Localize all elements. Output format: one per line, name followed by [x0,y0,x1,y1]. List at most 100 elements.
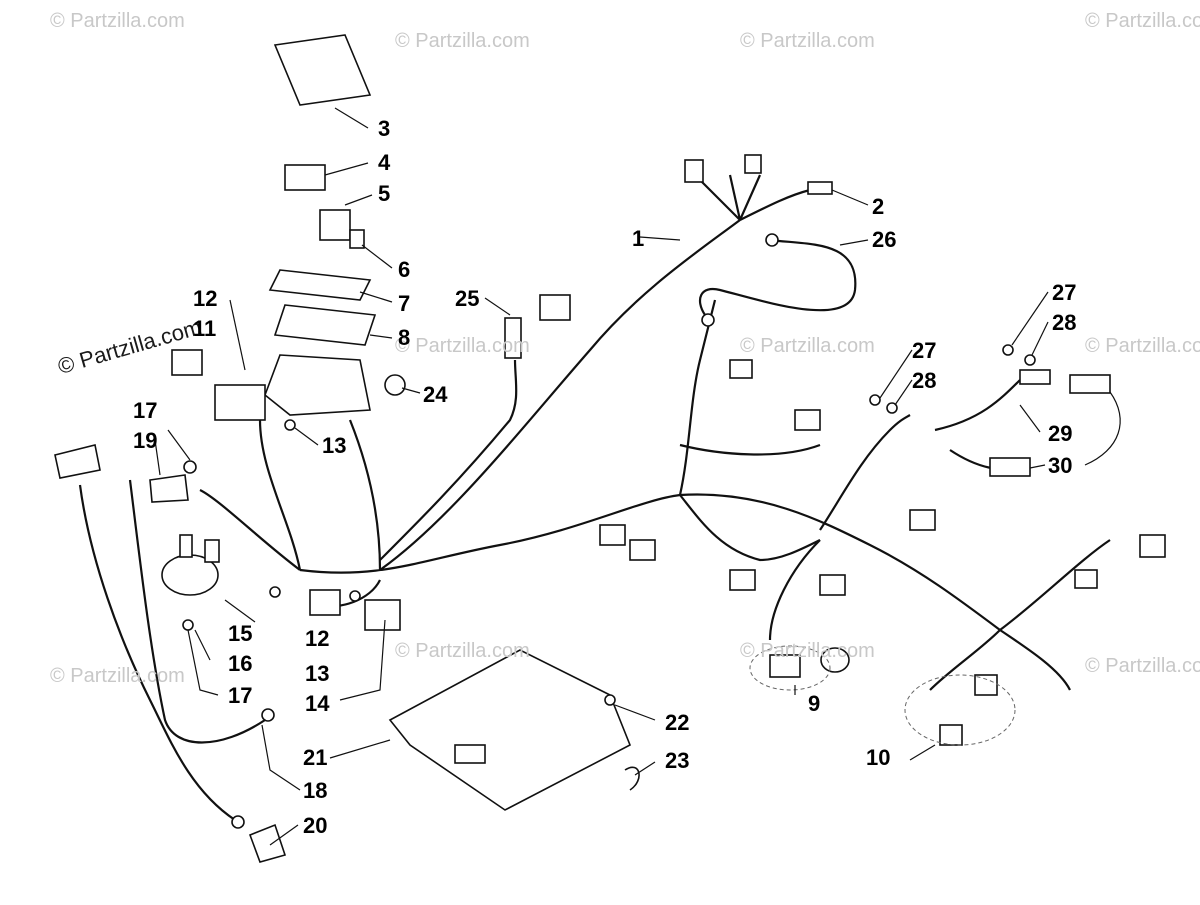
callout-10: 10 [866,745,891,770]
lead-14 [339,619,386,701]
lead-6 [361,244,393,269]
lead-21 [329,739,391,759]
watermark: © Partzilla.com [50,665,185,687]
callout-12-bottom: 12 [305,626,330,651]
cable-20-ring [231,815,245,829]
callout-13-top: 13 [322,433,347,458]
cable-26 [698,238,857,316]
lead-30 [1029,464,1046,469]
fuse-6 [349,229,365,249]
switch-9-knob [820,647,850,673]
fuse-box-base [264,354,371,416]
boot-19 [149,474,189,503]
callout-26: 26 [872,227,897,252]
watermark: © Partzilla.com [740,335,875,357]
lead-26 [839,239,869,246]
washer-28-left [886,402,898,414]
lead-4 [324,162,369,176]
callout-29: 29 [1048,421,1073,446]
watermark: © Partzilla.com [395,335,530,357]
lead-25 [484,297,511,316]
plate-label [454,744,486,764]
sensor-25 [504,317,522,359]
sensor-29-body [1019,369,1051,385]
harness-branch-center [679,494,821,562]
lead-17a [167,429,191,461]
harness-branch-9 [768,539,821,641]
lead-12 [229,299,246,371]
lead-17b [187,629,219,696]
watermark: © Partzilla.com [395,30,530,52]
battery-cable-18b [128,479,266,744]
lead-29 [1019,404,1041,433]
callout-1: 1 [632,226,645,251]
cable-26-ring2 [701,313,715,327]
nut-16 [182,619,194,631]
callout-8: 8 [398,325,411,350]
cable-26-ring [765,233,779,247]
callout-6: 6 [398,257,411,282]
connector-f [909,509,936,531]
callout-5: 5 [378,181,391,206]
lead-23 [634,761,656,776]
callout-7: 7 [398,291,411,316]
nut-27-left [869,394,881,406]
watermark: © Partzilla.com [50,10,185,32]
connector-10b [939,724,963,746]
callout-4: 4 [378,150,391,175]
connector-c [629,539,656,561]
terminal-2 [807,181,833,195]
callout-17-bottom: 17 [228,683,253,708]
connector-h [1139,534,1166,558]
lead-10 [909,744,936,761]
connector-top-1 [684,159,704,183]
washer-28-right [1024,354,1036,366]
harness-branch-connectors [699,174,762,221]
solenoid-terminal [204,539,220,563]
connector-top-2 [744,154,762,174]
callout-28-right: 28 [1052,310,1077,335]
cable-18-ring [261,708,275,722]
lead-16 [194,629,211,661]
boot-20 [248,823,287,863]
lead-18 [261,724,301,791]
group-9-outline [749,645,831,691]
boot-19-left [54,444,101,479]
harness-branch-to-2 [739,188,811,221]
connector-10a [974,674,998,696]
relay-11 [171,349,203,376]
harness-branch-25 [379,359,518,561]
lead-27b [879,349,913,399]
lead-28a [1031,321,1049,356]
battery-cable-18 [78,484,236,821]
lead-24 [401,387,421,394]
callout-18: 18 [303,778,328,803]
callout-19: 19 [133,428,158,453]
connector-g [1074,569,1098,589]
nut-13-bottom [269,586,281,598]
solenoid-post [179,534,193,558]
lead-28b [894,379,913,406]
connector-a [794,409,821,431]
callout-23: 23 [665,748,690,773]
harness-trunk [299,493,1001,631]
lead-15 [224,599,256,623]
lead-7 [359,291,393,303]
switch-9 [769,654,801,678]
connector-block [214,384,266,421]
sensor-29-wire [934,379,1021,432]
lead-3 [334,107,369,129]
lead-29-30 [1084,391,1121,466]
harness-trunk-upper [379,219,741,571]
nut-12-bottom [349,590,361,602]
group-10-outline [904,674,1016,746]
lead-22 [614,704,656,721]
callout-13-bottom: 13 [305,661,330,686]
lead-2 [831,189,869,206]
lead-5 [344,194,373,206]
connector-d [729,569,756,591]
callout-22: 22 [665,710,690,735]
harness-branch-left [199,489,301,571]
